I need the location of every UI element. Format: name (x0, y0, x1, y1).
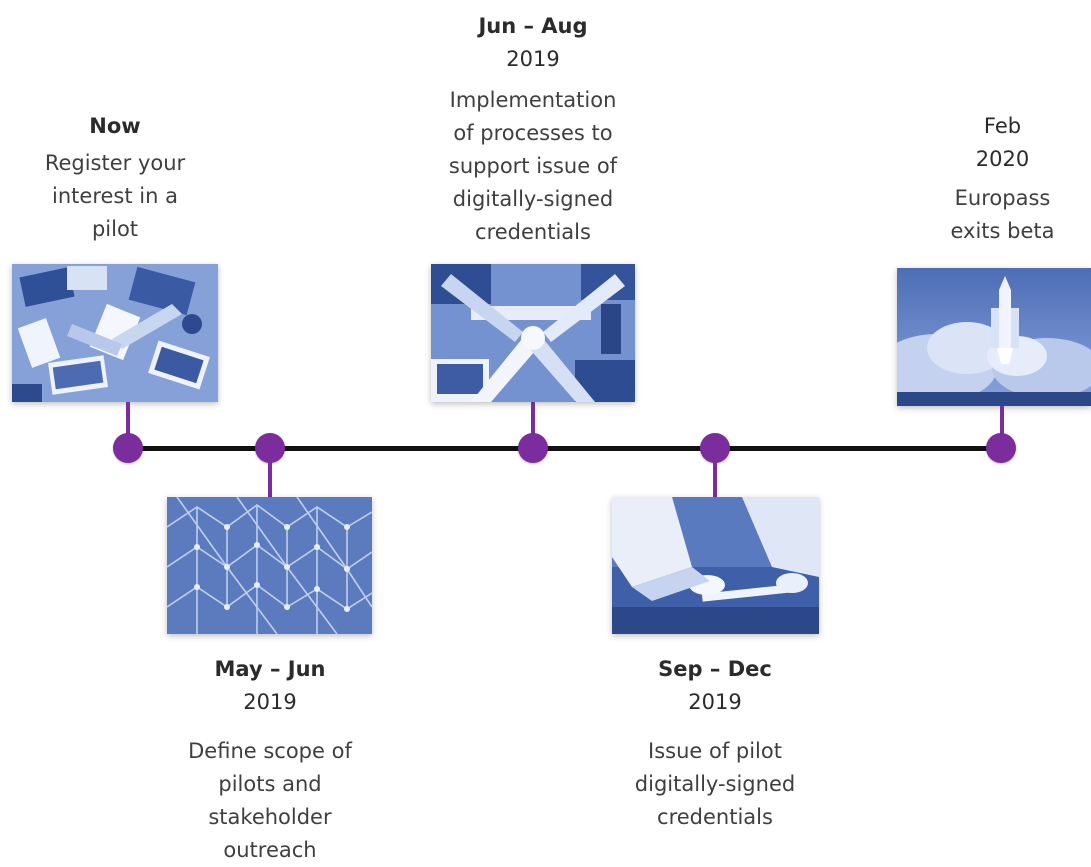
milestone-date: Feb (983, 114, 1022, 138)
milestone-feb-stem (1000, 406, 1004, 442)
milestone-may-jun-label: May – Jun 2019 Define scope of pilots an… (175, 653, 365, 867)
milestone-description: Implementation of processes to support i… (448, 88, 618, 244)
milestone-sep-dec-marker (700, 433, 730, 463)
milestone-date: Now (89, 114, 141, 138)
tablet-hands-photo (612, 497, 819, 634)
milestone-sep-dec-label: Sep – Dec 2019 Issue of pilot digitally-… (620, 653, 810, 834)
milestone-year: 2019 (243, 690, 297, 714)
milestone-now-label: Now Register your interest in a pilot (30, 110, 200, 246)
laptops-meeting-photo (12, 264, 218, 402)
milestone-now-marker (113, 433, 143, 463)
rocket-launch-photo (897, 268, 1091, 406)
milestone-year: 2019 (506, 47, 560, 71)
milestone-year: 2020 (975, 147, 1030, 171)
teamwork-hands-photo (431, 264, 635, 402)
milestone-feb-marker (986, 433, 1016, 463)
milestone-jun-aug-label: Jun – Aug 2019 Implementation of process… (430, 10, 636, 249)
milestone-date: May – Jun (214, 657, 326, 681)
milestone-may-jun-stem (268, 460, 272, 498)
milestone-feb-label: Feb 2020 Europass exits beta (915, 110, 1090, 248)
milestone-description: Define scope of pilots and stakeholder o… (188, 739, 352, 862)
timeline-axis (127, 446, 1003, 451)
network-structure-photo (167, 497, 372, 634)
milestone-sep-dec-stem (713, 460, 717, 498)
milestone-description: Europass exits beta (950, 186, 1055, 243)
milestone-jun-aug-marker (518, 433, 548, 463)
milestone-description: Register your interest in a pilot (44, 151, 186, 241)
milestone-date: Sep – Dec (658, 657, 772, 681)
milestone-may-jun-marker (255, 433, 285, 463)
milestone-description: Issue of pilot digitally-signed credenti… (634, 739, 796, 829)
milestone-date: Jun – Aug (478, 14, 588, 38)
milestone-now-stem (126, 402, 130, 442)
milestone-year: 2019 (688, 690, 742, 714)
milestone-jun-aug-stem (531, 402, 535, 442)
